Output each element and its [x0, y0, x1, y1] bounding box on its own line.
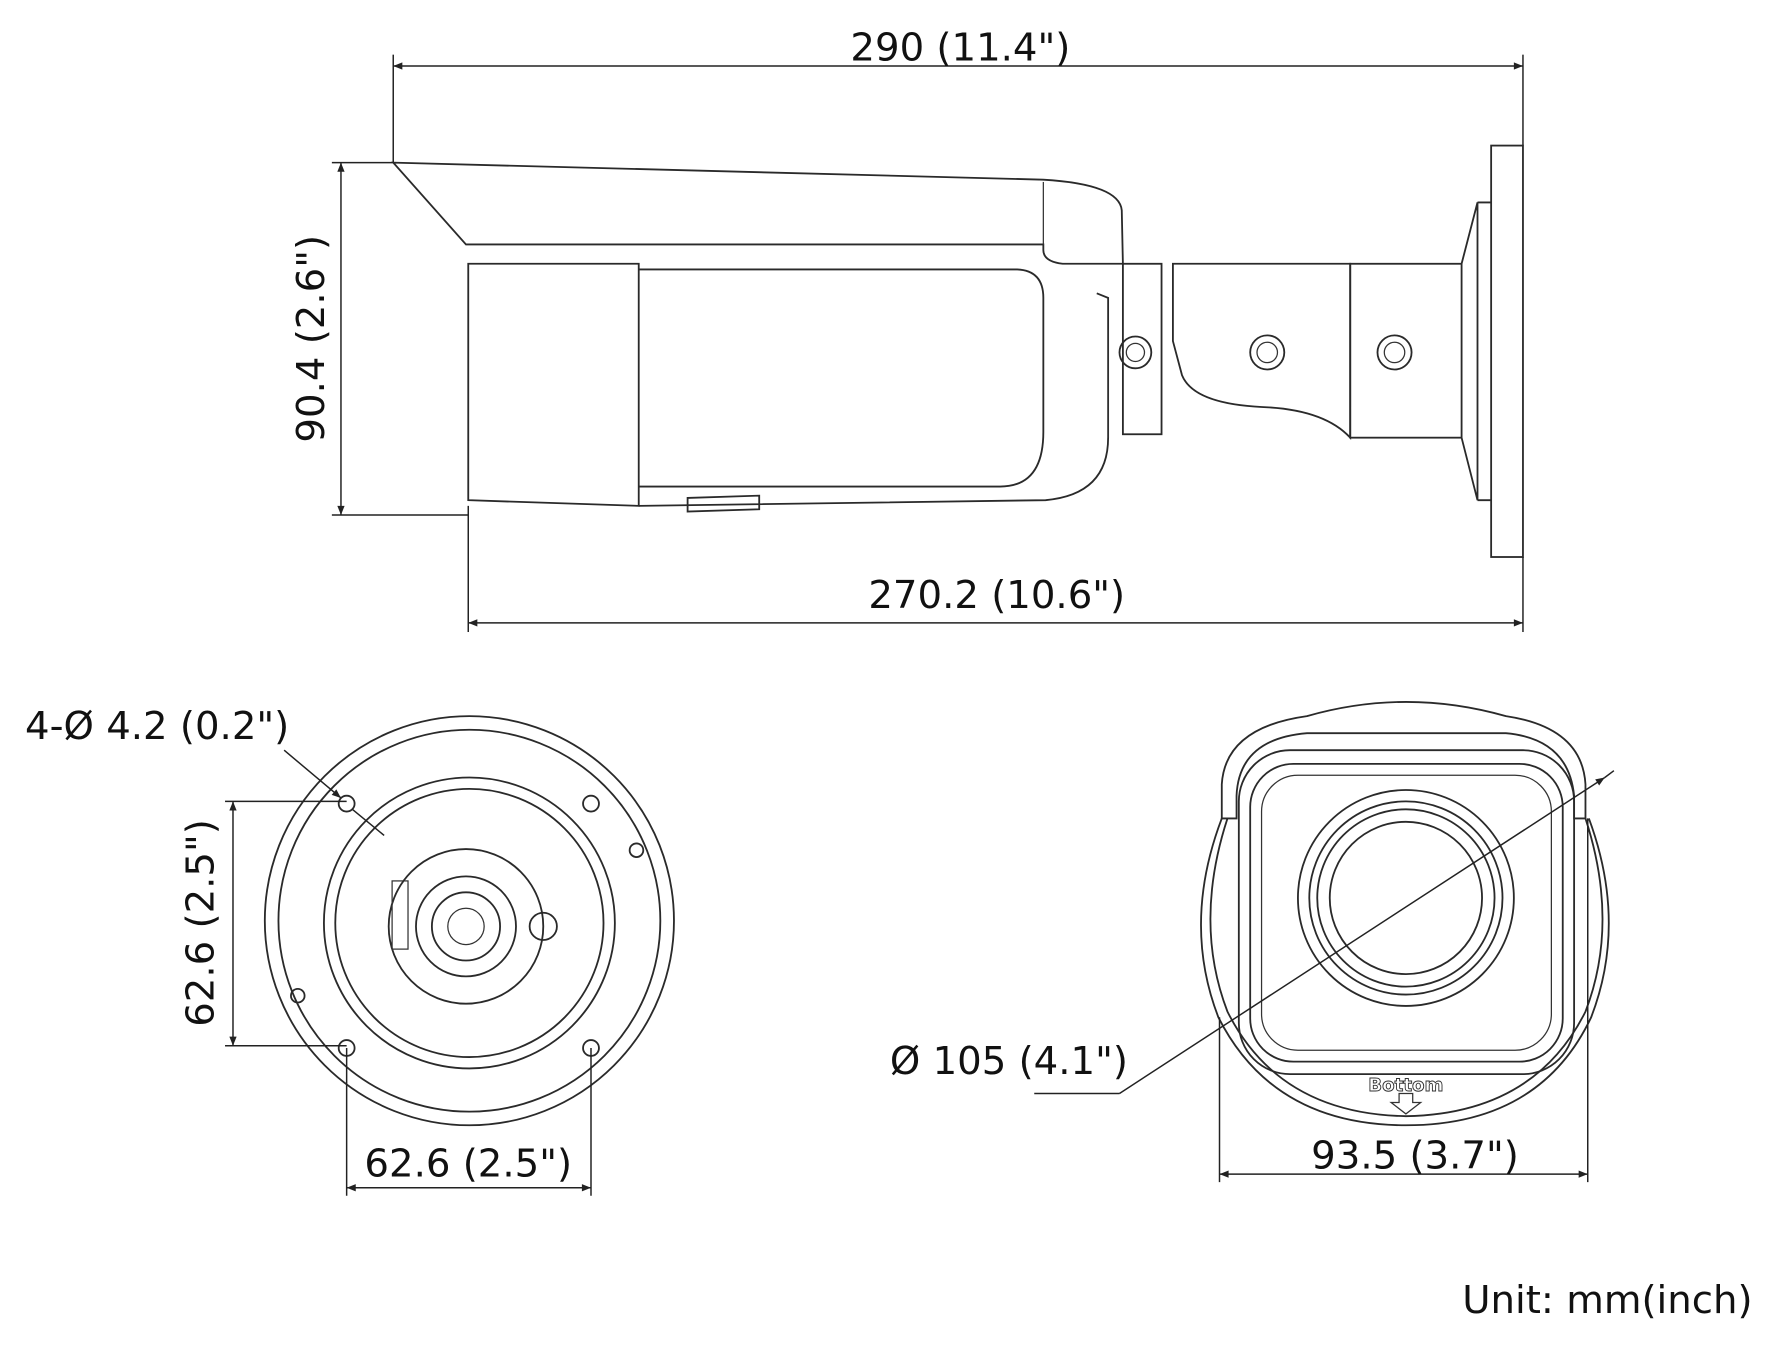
lens: [1297, 789, 1515, 1007]
base-view: 4-Ø 4.2 (0.2") 62.6 (2.5") 62.6 (2.5"): [25, 704, 675, 1196]
diameter-label: Ø 105 (4.1"): [890, 1039, 1128, 1084]
front-view: Bottom Ø 105 (4.1") 93.5 (3.7"): [890, 701, 1615, 1183]
wall-plate: [1490, 144, 1524, 558]
camera-housing: [467, 262, 640, 507]
height-label: 90.4 (2.6"): [289, 235, 334, 443]
horizontal-spacing-label: 62.6 (2.5"): [364, 1141, 572, 1186]
screw-icon: [1118, 335, 1153, 370]
sunshield: [391, 161, 1124, 265]
screw-icon: [1249, 334, 1286, 371]
bracket-joint: [1121, 262, 1163, 436]
down-arrow-icon: [1389, 1092, 1423, 1115]
housing-length-label: 270.2 (10.6"): [868, 573, 1125, 618]
unit-note: Unit: mm(inch): [1462, 1278, 1752, 1323]
bracket-arm: [1171, 262, 1352, 440]
base-plate: [263, 715, 675, 1127]
hole-spec-label: 4-Ø 4.2 (0.2"): [25, 704, 289, 749]
vertical-spacing-label: 62.6 (2.5"): [179, 819, 224, 1027]
hole-leader-line: [283, 749, 342, 799]
lens-mount: [387, 848, 558, 1005]
diameter-leader-line: [1119, 776, 1606, 1095]
side-view: 290 (11.4") 90.4 (2.6") 270.2 (10.6"): [289, 25, 1524, 633]
front-housing: [1237, 749, 1576, 1076]
width-label: 93.5 (3.7"): [1311, 1133, 1519, 1178]
bracket-base: [1349, 262, 1463, 439]
mounting-holes: [290, 794, 645, 1057]
screw-icon: [1376, 334, 1413, 371]
bottom-marking: Bottom: [1368, 1075, 1443, 1096]
overall-length-label: 290 (11.4"): [850, 25, 1070, 70]
front-outline: [1200, 818, 1610, 1127]
sunshield-front: [1220, 701, 1587, 820]
